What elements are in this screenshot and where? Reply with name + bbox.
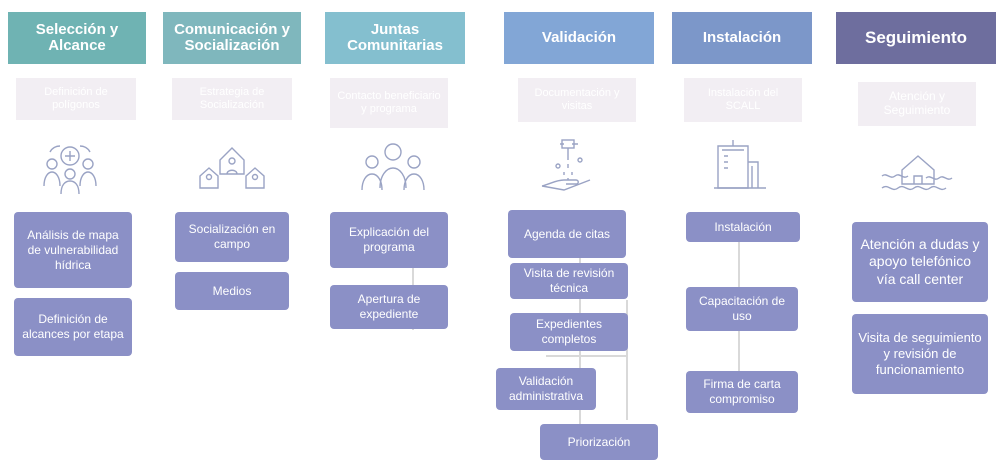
task-atencion-dudas: Atención a dudas y apoyo telefónico vía … xyxy=(852,222,988,302)
task-expedientes-completos: Expedientes completos xyxy=(510,313,628,351)
water-tank-icon xyxy=(714,140,766,189)
task-firma-carta: Firma de carta compromiso xyxy=(686,371,798,413)
task-visita-seguimiento: Visita de seguimiento y revisión de func… xyxy=(852,314,988,394)
water-tap-hand-icon xyxy=(541,139,591,191)
column-header-juntas: Juntas Comunitarias xyxy=(325,12,465,64)
task-analisis-mapa: Análisis de mapa de vulnerabilidad hídri… xyxy=(14,212,132,288)
people-group-icon xyxy=(361,143,425,191)
column-header-validacion: Validación xyxy=(504,12,654,64)
column-subtitle-seguimiento: Atención y Seguimiento xyxy=(858,82,976,126)
column-subtitle-seleccion: Definición de polígonos xyxy=(16,78,136,120)
task-socializacion-campo: Socialización en campo xyxy=(175,212,289,262)
task-priorizacion: Priorización xyxy=(540,424,658,460)
column-header-seleccion: Selección y Alcance xyxy=(8,12,146,64)
task-definicion-alcances: Definición de alcances por etapa xyxy=(14,298,132,356)
column-subtitle-juntas: Contacto beneficiario y programa xyxy=(330,78,448,128)
task-visita-revision: Visita de revisión técnica xyxy=(510,263,628,299)
connector-line xyxy=(626,300,628,420)
column-header-seguimiento: Seguimiento xyxy=(836,12,996,64)
flood-house-icon xyxy=(881,155,953,191)
column-subtitle-instalacion: Instalación del SCALL xyxy=(684,78,802,122)
connector-line xyxy=(546,355,626,357)
houses-icon xyxy=(199,147,265,189)
task-agenda-citas: Agenda de citas xyxy=(508,210,626,258)
column-header-instalacion: Instalación xyxy=(672,12,812,64)
column-subtitle-validacion: Documentación y visitas xyxy=(518,78,636,122)
task-apertura-expediente: Apertura de expediente xyxy=(330,285,448,329)
task-explicacion-programa: Explicación del programa xyxy=(330,212,448,268)
task-instalacion: Instalación xyxy=(686,212,800,242)
task-medios: Medios xyxy=(175,272,289,310)
task-capacitacion-uso: Capacitación de uso xyxy=(686,287,798,331)
column-subtitle-comunicacion: Estrategia de Socialización xyxy=(172,78,292,120)
column-header-comunicacion: Comunicación y Socialización xyxy=(163,12,301,64)
community-people-icon xyxy=(43,145,97,195)
task-validacion-administrativa: Validación administrativa xyxy=(496,368,596,410)
